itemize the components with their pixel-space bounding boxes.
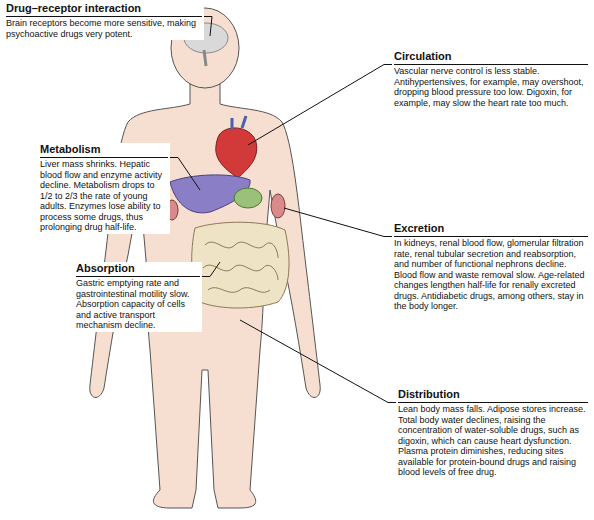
leader-line [284,208,392,237]
callout-box: CirculationVascular nerve control is les… [392,50,590,109]
callout-heading: Drug–receptor interaction [6,2,202,17]
stomach [234,188,262,208]
heart-vessel [232,116,246,130]
intestine-folds [203,242,278,292]
callout-box: DistributionLean body mass falls. Adipos… [396,388,590,479]
callout-text: Gastric emptying rate and gastrointestin… [76,278,200,331]
callout-heading: Excretion [394,222,588,237]
callout-text: Brain receptors become more sensitive, m… [6,18,202,39]
leader-line [204,17,212,37]
callout-heading: Circulation [394,50,588,65]
leader-line [202,262,220,277]
heart [216,128,257,178]
leader-line [248,65,392,146]
kidney [271,194,285,218]
callout-box: MetabolismLiver mass shrinks. Hepatic bl… [38,143,170,234]
leader-line [170,158,200,191]
callout-heading: Absorption [76,262,200,277]
callout-text: Vascular nerve control is less stable. A… [394,66,588,108]
intestines [192,222,289,308]
callout-text: Liver mass shrinks. Hepatic blood flow a… [40,159,168,233]
callout-box: ExcretionIn kidneys, renal blood flow, g… [392,222,590,313]
callout-box: Drug–receptor interactionBrain receptors… [4,2,204,40]
callout-box: AbsorptionGastric emptying rate and gast… [74,262,202,332]
callout-text: Lean body mass falls. Adipose stores inc… [398,404,588,478]
callout-text: In kidneys, renal blood flow, glomerular… [394,238,588,312]
callout-heading: Metabolism [40,143,168,158]
leader-line [240,320,396,403]
brain-stem [204,50,206,66]
callout-heading: Distribution [398,388,588,403]
